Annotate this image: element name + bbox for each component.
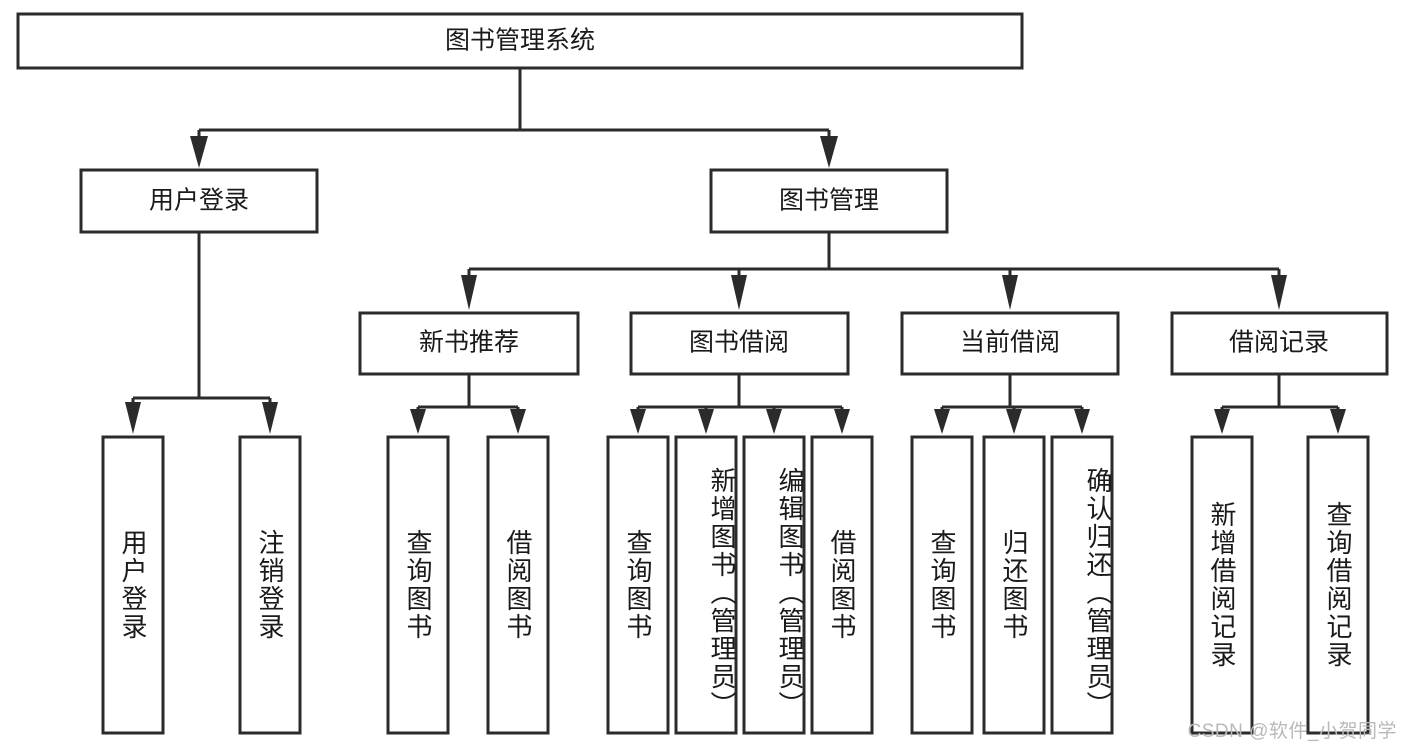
arrow-head-leaf-user-login [125, 402, 141, 434]
leaf-label-query-book-1: 查询图书 [403, 529, 434, 641]
arrow-head-current-borrow [1002, 275, 1018, 310]
leaf-box-query-book-2[interactable] [606, 435, 670, 735]
leaf-label-logout: 注销登录 [255, 529, 286, 641]
arrow-head-leaf-query-book-3 [934, 409, 950, 434]
node-borrow-record-label: 借阅记录 [1229, 329, 1329, 357]
node-user-login-label: 用户登录 [149, 187, 249, 215]
leaf-label-borrow-book-2: 借阅图书 [827, 529, 858, 641]
arrow-head-user-login [190, 136, 208, 168]
node-book-borrow-label: 图书借阅 [689, 329, 789, 357]
arrow-head-leaf-edit-book [766, 409, 782, 434]
leaf-box-borrow-book-1[interactable] [486, 435, 550, 735]
leaf-box-borrow-book-2[interactable] [810, 435, 874, 735]
arrow-head-leaf-confirm-return [1074, 409, 1090, 434]
node-book-manage[interactable]: 图书管理 [709, 168, 949, 234]
watermark-text: CSDN @软件_小贺同学 [1187, 721, 1397, 742]
leaf-box-add-record[interactable] [1190, 435, 1254, 735]
arrow-head-leaf-return-book [1006, 409, 1022, 434]
arrow-head-leaf-query-record [1330, 409, 1346, 434]
node-book-borrow-box [629, 311, 850, 376]
node-root[interactable]: 图书管理系统 [16, 12, 1024, 70]
leaf-label-query-book-2: 查询图书 [623, 529, 654, 641]
node-new-book-rec-box [358, 311, 580, 376]
node-current-borrow[interactable]: 当前借阅 [900, 311, 1120, 376]
arrow-head-leaf-query-book-2 [630, 409, 646, 434]
arrow-head-new-book-rec [461, 275, 477, 310]
arrow-head-book-borrow [731, 275, 747, 310]
arrow-head-leaf-logout [262, 402, 278, 434]
arrow-head-leaf-add-book [698, 409, 714, 434]
arrow-head-leaf-add-record [1214, 409, 1230, 434]
node-new-book-rec[interactable]: 新书推荐 [358, 311, 580, 376]
node-current-borrow-label: 当前借阅 [960, 329, 1060, 357]
arrow-head-leaf-borrow-book-1 [510, 409, 526, 434]
arrow-head-leaf-borrow-book-2 [834, 409, 850, 434]
leaf-box-query-record[interactable] [1306, 435, 1370, 735]
node-current-borrow-box [900, 311, 1120, 376]
leaf-label-return-book: 归还图书 [999, 529, 1030, 641]
leaf-box-edit-book[interactable] [742, 435, 806, 735]
leaf-label-query-record: 查询借阅记录 [1323, 501, 1354, 669]
leaf-box-user-login[interactable] [101, 435, 165, 735]
node-new-book-rec-label: 新书推荐 [419, 329, 519, 357]
leaf-box-query-book-1[interactable] [386, 435, 450, 735]
leaf-box-return-book[interactable] [982, 435, 1046, 735]
leaf-box-logout[interactable] [238, 435, 302, 735]
leaf-label-confirm-return: 确认归还（管理员） [1083, 467, 1113, 719]
leaf-label-user-login: 用户登录 [118, 529, 149, 641]
leaf-box-confirm-return[interactable] [1050, 435, 1114, 735]
leaf-label-add-record: 新增借阅记录 [1207, 501, 1238, 669]
arrow-head-book-manage [820, 136, 838, 168]
node-borrow-record[interactable]: 借阅记录 [1170, 311, 1389, 376]
node-book-borrow[interactable]: 图书借阅 [629, 311, 850, 376]
leaf-label-add-book: 新增图书（管理员） [707, 467, 737, 719]
leaf-label-borrow-book-1: 借阅图书 [503, 529, 534, 641]
arrow-head-leaf-query-book-1 [410, 409, 426, 434]
leaf-box-query-book-3[interactable] [910, 435, 974, 735]
leaf-label-edit-book: 编辑图书（管理员） [775, 467, 805, 719]
node-book-manage-label: 图书管理 [779, 187, 879, 215]
leaf-label-query-book-3: 查询图书 [927, 529, 958, 641]
node-root-box [16, 12, 1024, 70]
node-root-label: 图书管理系统 [445, 27, 595, 55]
leaf-box-add-book[interactable] [674, 435, 738, 735]
arrow-head-borrow-record [1271, 275, 1287, 310]
node-user-login[interactable]: 用户登录 [79, 168, 319, 234]
